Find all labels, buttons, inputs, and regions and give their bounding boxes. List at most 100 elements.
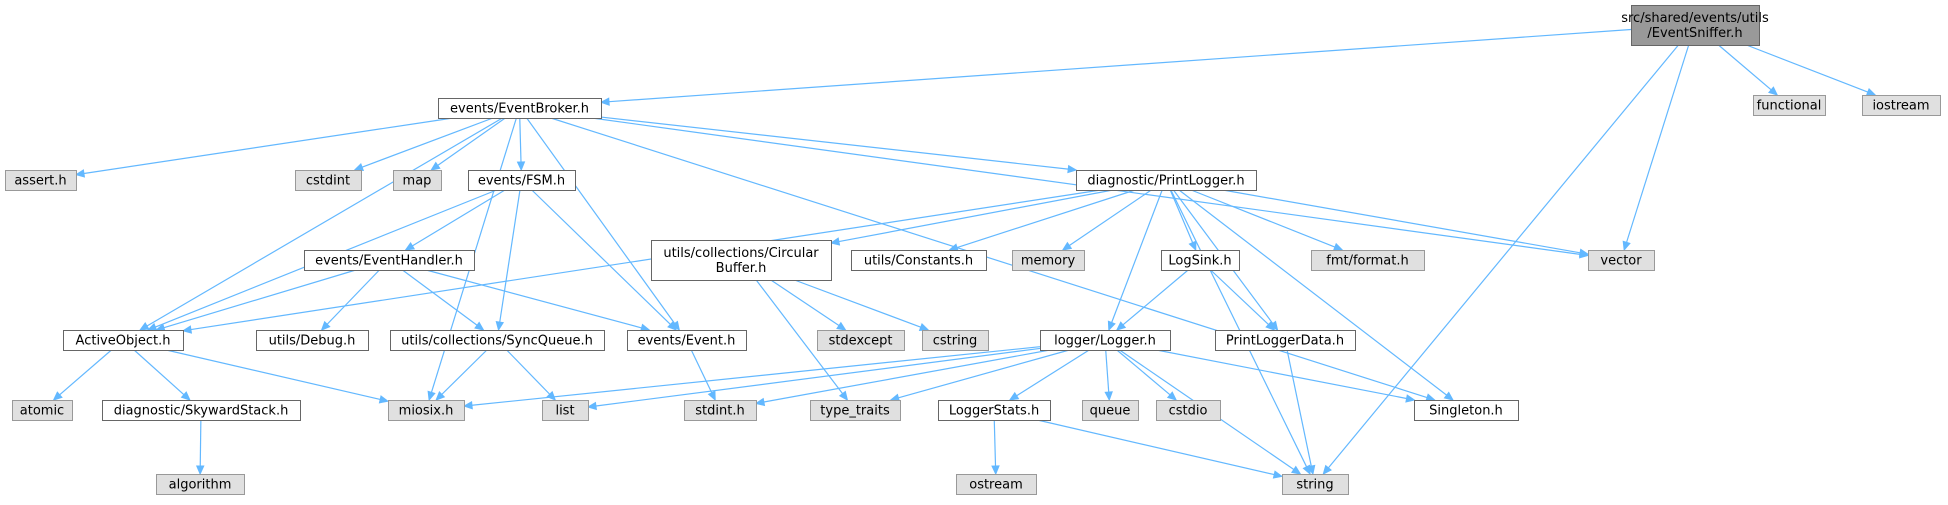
node-label: Buffer.h	[716, 261, 767, 276]
edge-line	[437, 117, 506, 166]
node-box	[684, 400, 757, 421]
edge-activeobject-to-skywardstack	[133, 349, 191, 401]
node-skywardstack[interactable]: diagnostic/SkywardStack.h	[102, 400, 301, 421]
edge-arrowhead	[1768, 86, 1779, 96]
edge-arrowhead	[1107, 320, 1116, 332]
node-label: utils/Constants.h	[864, 254, 973, 269]
node-label: utils/collections/Circular	[663, 246, 819, 261]
node-queue: queue	[1082, 400, 1139, 421]
edge-circularbuffer-to-type-traits	[755, 279, 849, 401]
edge-eventsniffer-to-eventbroker	[599, 28, 1632, 106]
edge-arrowhead	[754, 397, 766, 407]
edge-arrowhead	[181, 325, 193, 334]
edge-line	[402, 269, 478, 326]
node-loggerstats[interactable]: LoggerStats.h	[938, 400, 1051, 421]
edge-arrowhead	[667, 321, 678, 331]
edge-arrowhead	[180, 391, 191, 401]
node-logsink[interactable]: LogSink.h	[1161, 250, 1240, 271]
node-syncqueue[interactable]: utils/collections/SyncQueue.h	[390, 330, 605, 351]
edge-printlogger-to-fmtformat	[1190, 189, 1344, 251]
edge-arrowhead	[427, 390, 436, 402]
node-label: logger/Logger.h	[1054, 334, 1156, 349]
node-activeobject[interactable]: ActiveObject.h	[63, 330, 184, 351]
node-box	[1588, 250, 1655, 271]
edge-arrowhead	[1265, 321, 1276, 331]
edge-line	[499, 189, 521, 323]
node-logger[interactable]: logger/Logger.h	[1040, 330, 1171, 351]
edge-line	[1625, 44, 1690, 243]
edge-line	[763, 349, 1051, 403]
node-eventsniffer[interactable]: src/shared/events/utils/EventSniffer.h	[1621, 5, 1769, 46]
edge-eventsniffer-to-string	[1322, 44, 1679, 475]
edge-line	[1178, 189, 1447, 396]
edge-arrowhead	[1061, 241, 1073, 251]
node-label: algorithm	[169, 478, 232, 493]
node-box	[651, 240, 832, 281]
edge-arrowhead	[836, 321, 847, 331]
edge-arrowhead	[546, 390, 557, 401]
edge-arrowhead	[838, 390, 849, 401]
edge-arrowhead	[1443, 391, 1454, 401]
node-label: stdexcept	[829, 334, 893, 349]
node-box	[922, 330, 989, 351]
node-singleton[interactable]: Singleton.h	[1414, 400, 1519, 421]
node-assert: assert.h	[5, 170, 77, 191]
edge-logsink-to-logger	[1115, 269, 1189, 331]
node-algorithm: algorithm	[156, 474, 245, 495]
edge-arrowhead	[1405, 394, 1416, 403]
node-box	[388, 400, 465, 421]
edge-logger-to-type-traits	[889, 349, 1070, 402]
edge-event-to-stdint	[690, 349, 716, 402]
edge-eventhandler-to-activeobject	[155, 269, 356, 332]
edge-loggerstats-to-ostream	[991, 419, 1000, 476]
edge-arrowhead	[1067, 164, 1078, 174]
edge-line	[166, 349, 381, 401]
node-printlogger[interactable]: diagnostic/PrintLogger.h	[1076, 170, 1257, 191]
node-box	[1631, 5, 1760, 46]
node-label: utils/Debug.h	[269, 334, 356, 349]
node-label: functional	[1757, 99, 1822, 114]
node-box	[817, 330, 905, 351]
edge-eventhandler-to-syncqueue	[402, 269, 485, 331]
node-iostream: iostream	[1862, 95, 1941, 116]
node-vector: vector	[1588, 250, 1655, 271]
node-stdint: stdint.h	[684, 400, 757, 421]
node-printloggerdata[interactable]: PrintLoggerData.h	[1215, 330, 1356, 351]
edge-arrowhead	[1322, 464, 1332, 475]
node-label: stdint.h	[695, 404, 744, 419]
edge-arrowhead	[1272, 470, 1284, 479]
edge-printloggerdata-to-string	[1286, 349, 1316, 476]
node-label: LoggerStats.h	[949, 404, 1039, 419]
edge-line	[993, 419, 997, 467]
edge-eventbroker-to-printlogger	[600, 116, 1078, 174]
node-box	[438, 98, 602, 119]
node-box	[156, 474, 245, 495]
node-eventbroker[interactable]: events/EventBroker.h	[438, 98, 602, 119]
edge-line	[506, 349, 551, 395]
edge-circularbuffer-to-cstring	[794, 279, 930, 332]
node-box	[393, 170, 442, 191]
node-constants[interactable]: utils/Constants.h	[851, 250, 987, 271]
edge-line	[1170, 189, 1308, 468]
node-memory: memory	[1012, 250, 1085, 271]
node-label: vector	[1600, 254, 1642, 269]
edge-arrowhead	[1865, 87, 1877, 96]
node-stdexcept: stdexcept	[817, 330, 905, 351]
edge-arrowhead	[1115, 321, 1127, 331]
node-label: diagnostic/SkywardStack.h	[114, 404, 289, 419]
edge-line	[595, 347, 1041, 407]
edge-printlogger-to-memory	[1061, 189, 1152, 251]
edge-line	[190, 189, 1101, 331]
node-box	[468, 170, 576, 191]
node-label: map	[403, 174, 432, 189]
edge-activeobject-to-miosix	[166, 349, 390, 404]
node-fsm[interactable]: events/FSM.h	[468, 170, 576, 191]
node-eventhandler[interactable]: events/EventHandler.h	[304, 250, 475, 271]
nodes-layer: src/shared/events/utils/EventSniffer.h ev…	[5, 5, 1941, 495]
edge-line	[1190, 189, 1336, 248]
node-debug[interactable]: utils/Debug.h	[256, 330, 369, 351]
node-box	[102, 400, 301, 421]
node-event[interactable]: events/Event.h	[627, 330, 747, 351]
node-label: iostream	[1872, 99, 1929, 114]
